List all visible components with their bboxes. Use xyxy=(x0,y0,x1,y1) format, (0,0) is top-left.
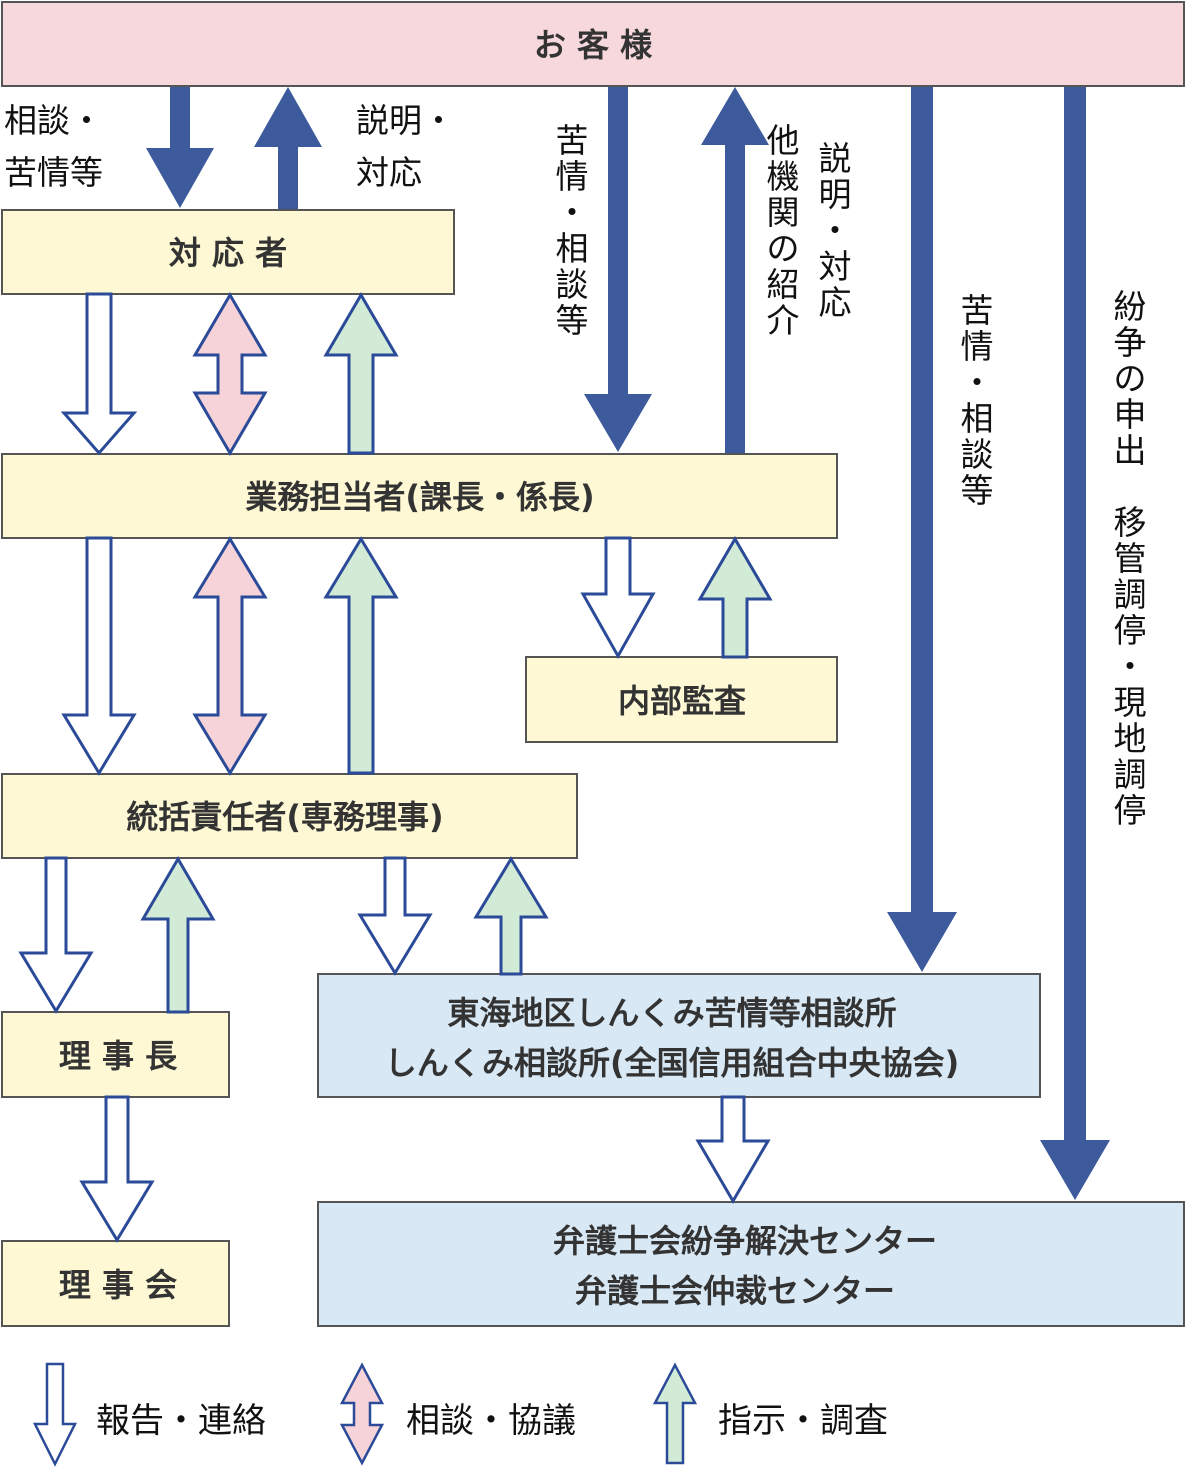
customer-label: お 客 様 xyxy=(534,26,653,64)
arrow-report-chairman-to-board xyxy=(79,1095,155,1243)
legend-consult-label: 相談・協議 xyxy=(406,1401,576,1441)
board-box xyxy=(1,1240,230,1327)
arrow-customer-to-consultation-center xyxy=(887,87,957,972)
consultation-center-line-1: 東海地区しんくみ苦情等相談所 xyxy=(447,994,896,1032)
audit-label: 内部監査 xyxy=(618,682,746,720)
bar-center-line-1: 弁護士会紛争解決センター xyxy=(553,1222,937,1260)
label-to-bar-vertical: 紛争の申出移管調停・現地調停 xyxy=(1114,287,1147,830)
node-chairman: 理 事 長 xyxy=(1,1011,230,1098)
arrow-customer-to-staff xyxy=(584,87,652,452)
arrow-report-responder-to-staff xyxy=(60,292,138,456)
solid-arrows xyxy=(146,87,1110,1200)
node-customer: お 客 様 xyxy=(1,1,1185,87)
outline-arrows xyxy=(18,292,773,1243)
customer-box xyxy=(1,1,1185,87)
node-staff: 業務担当者(課長・係長) xyxy=(1,453,838,539)
arrow-consult-responder-staff xyxy=(192,292,268,456)
arrow-report-supervisor-to-consultation xyxy=(357,856,433,976)
legend: 報告・連絡 相談・協議 指示・調査 xyxy=(32,1362,888,1467)
audit-box xyxy=(525,656,838,743)
staff-box xyxy=(1,453,838,539)
responder-label: 対 応 者 xyxy=(169,234,287,272)
board-label: 理 事 会 xyxy=(59,1266,177,1304)
chairman-box xyxy=(1,1011,230,1098)
arrow-customer-to-bar-center xyxy=(1040,87,1110,1200)
arrow-instruct-supervisor-to-staff xyxy=(323,536,399,775)
consultation-center-box xyxy=(317,973,1041,1098)
legend-report-icon xyxy=(32,1362,78,1467)
arrow-customer-to-responder xyxy=(146,87,214,208)
consultation-center-line-2: しんくみ相談所(全国信用組合中央協会) xyxy=(385,1044,960,1082)
label-other-agency-referral: 他機関の紹介 xyxy=(767,121,800,340)
arrow-report-staff-to-audit xyxy=(580,536,656,660)
supervisor-box xyxy=(1,773,578,859)
legend-report-label: 報告・連絡 xyxy=(96,1401,266,1441)
arrow-report-staff-to-supervisor xyxy=(61,536,137,776)
legend-consult-icon xyxy=(339,1362,385,1466)
label-explanation-response: 説明・対応 xyxy=(819,139,852,322)
responder-box xyxy=(1,209,455,295)
arrow-responder-to-customer xyxy=(254,87,322,209)
node-bar-center: 弁護士会紛争解決センター 弁護士会仲裁センター xyxy=(317,1201,1185,1327)
arrow-instruct-audit-to-staff xyxy=(697,536,773,659)
arrow-instruct-consultation-to-supervisor xyxy=(473,856,549,976)
bar-center-box xyxy=(317,1201,1185,1327)
legend-instruct-icon xyxy=(652,1362,698,1465)
node-responder: 対 応 者 xyxy=(1,209,455,295)
label-to-responder-line-1: 相談・ xyxy=(4,101,103,140)
arrow-report-consultation-to-bar xyxy=(695,1095,771,1204)
supervisor-label: 統括責任者(専務理事) xyxy=(126,798,443,836)
label-from-responder-line-2: 対応 xyxy=(356,153,422,192)
node-audit: 内部監査 xyxy=(525,656,838,743)
label-to-responder-line-2: 苦情等 xyxy=(4,153,103,192)
node-board: 理 事 会 xyxy=(1,1240,230,1327)
arrow-consult-staff-supervisor xyxy=(192,536,268,776)
node-consultation-center: 東海地区しんくみ苦情等相談所 しんくみ相談所(全国信用組合中央協会) xyxy=(317,973,1041,1098)
label-to-staff-vertical: 苦情・相談等 xyxy=(556,121,589,340)
legend-instruct-label: 指示・調査 xyxy=(718,1401,888,1441)
node-supervisor: 統括責任者(専務理事) xyxy=(1,773,578,859)
label-from-responder-line-1: 説明・ xyxy=(356,101,455,140)
arrow-report-supervisor-to-chairman xyxy=(18,856,94,1014)
bar-center-line-2: 弁護士会仲裁センター xyxy=(575,1272,895,1310)
arrow-staff-to-customer xyxy=(701,87,769,453)
arrow-instruct-staff-to-responder xyxy=(323,292,399,455)
arrow-instruct-chairman-to-supervisor xyxy=(140,856,216,1014)
staff-label: 業務担当者(課長・係長) xyxy=(245,478,594,516)
label-to-consultation-vertical: 苦情・相談等 xyxy=(961,291,994,510)
chairman-label: 理 事 長 xyxy=(59,1037,178,1075)
